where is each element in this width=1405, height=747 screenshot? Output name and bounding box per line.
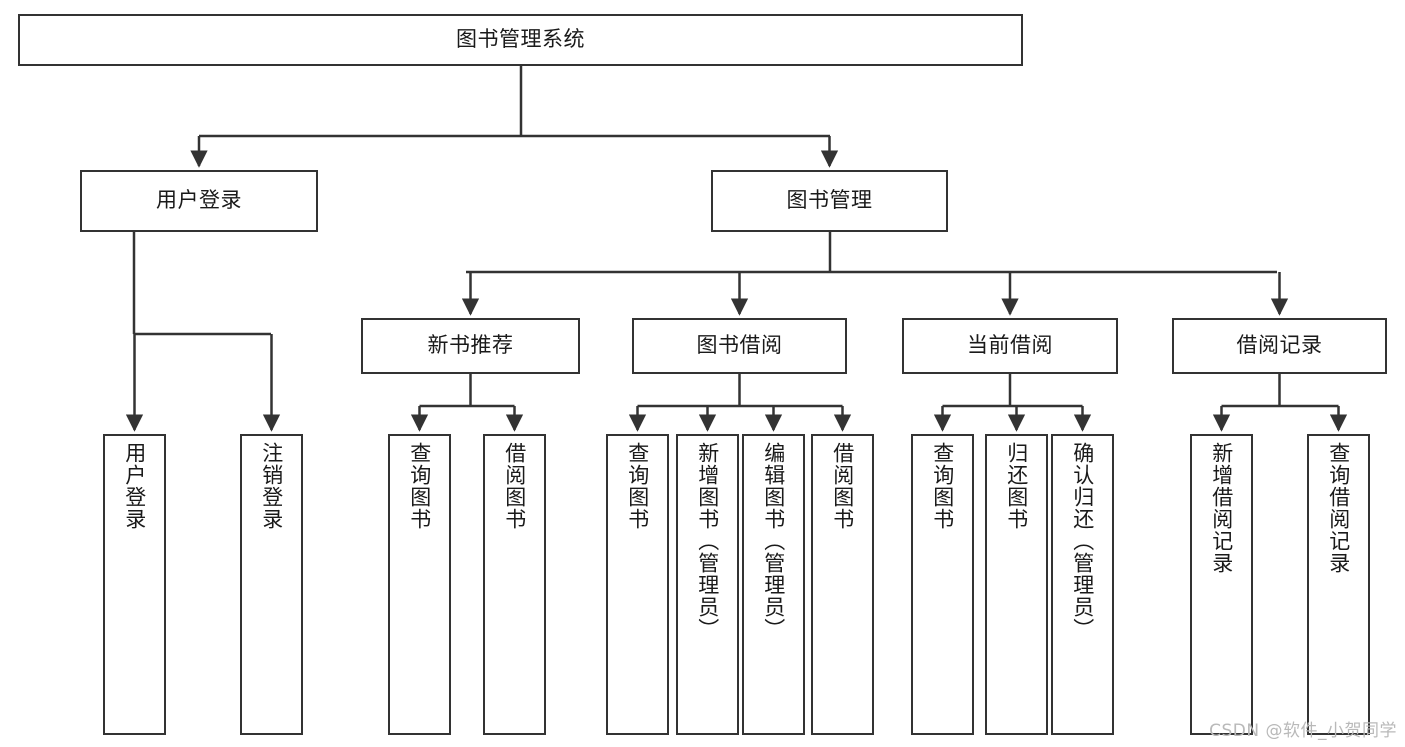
node-current-borrow-label: 当前借阅 <box>967 333 1053 358</box>
node-book-borrow[interactable]: 图书借阅 <box>632 318 847 374</box>
node-leaf-logout[interactable]: 注销登录 <box>240 434 303 735</box>
node-leaf-edit-book-label: 编辑图书（管理员） <box>761 442 786 640</box>
node-book-manage[interactable]: 图书管理 <box>711 170 948 232</box>
node-leaf-query-record-label: 查询借阅记录 <box>1326 442 1351 574</box>
node-root-label: 图书管理系统 <box>456 27 585 52</box>
node-leaf-edit-book[interactable]: 编辑图书（管理员） <box>742 434 805 735</box>
node-user-login-label: 用户登录 <box>156 188 242 213</box>
node-leaf-add-book[interactable]: 新增图书（管理员） <box>676 434 739 735</box>
node-leaf-query-book-3-label: 查询图书 <box>930 442 955 530</box>
node-current-borrow[interactable]: 当前借阅 <box>902 318 1118 374</box>
node-borrow-record[interactable]: 借阅记录 <box>1172 318 1387 374</box>
node-borrow-record-label: 借阅记录 <box>1236 333 1323 358</box>
node-new-book-rec-label: 新书推荐 <box>427 333 514 358</box>
node-leaf-add-record[interactable]: 新增借阅记录 <box>1190 434 1253 735</box>
node-book-manage-label: 图书管理 <box>786 188 873 213</box>
node-leaf-borrow-book-2-label: 借阅图书 <box>830 442 855 530</box>
node-leaf-query-book-2[interactable]: 查询图书 <box>606 434 669 735</box>
node-leaf-borrow-book-1-label: 借阅图书 <box>502 442 527 530</box>
node-new-book-rec[interactable]: 新书推荐 <box>361 318 580 374</box>
node-leaf-logout-label: 注销登录 <box>259 442 284 530</box>
node-leaf-user-login[interactable]: 用户登录 <box>103 434 166 735</box>
node-leaf-confirm-return[interactable]: 确认归还（管理员） <box>1051 434 1114 735</box>
node-leaf-borrow-book-1[interactable]: 借阅图书 <box>483 434 546 735</box>
node-user-login[interactable]: 用户登录 <box>80 170 318 232</box>
watermark: CSDN @软件_小贺同学 <box>1209 721 1397 741</box>
node-leaf-borrow-book-2[interactable]: 借阅图书 <box>811 434 874 735</box>
node-leaf-add-book-label: 新增图书（管理员） <box>695 442 720 640</box>
node-root[interactable]: 图书管理系统 <box>18 14 1023 66</box>
node-leaf-query-book-2-label: 查询图书 <box>625 442 650 530</box>
node-leaf-query-book-1-label: 查询图书 <box>407 442 432 530</box>
node-leaf-return-book-label: 归还图书 <box>1004 442 1029 530</box>
node-leaf-confirm-return-label: 确认归还（管理员） <box>1070 442 1095 640</box>
node-leaf-query-record[interactable]: 查询借阅记录 <box>1307 434 1370 735</box>
node-book-borrow-label: 图书借阅 <box>696 333 783 358</box>
node-leaf-query-book-1[interactable]: 查询图书 <box>388 434 451 735</box>
node-leaf-user-login-label: 用户登录 <box>122 442 147 530</box>
node-leaf-query-book-3[interactable]: 查询图书 <box>911 434 974 735</box>
node-leaf-add-record-label: 新增借阅记录 <box>1209 442 1234 574</box>
node-leaf-return-book[interactable]: 归还图书 <box>985 434 1048 735</box>
